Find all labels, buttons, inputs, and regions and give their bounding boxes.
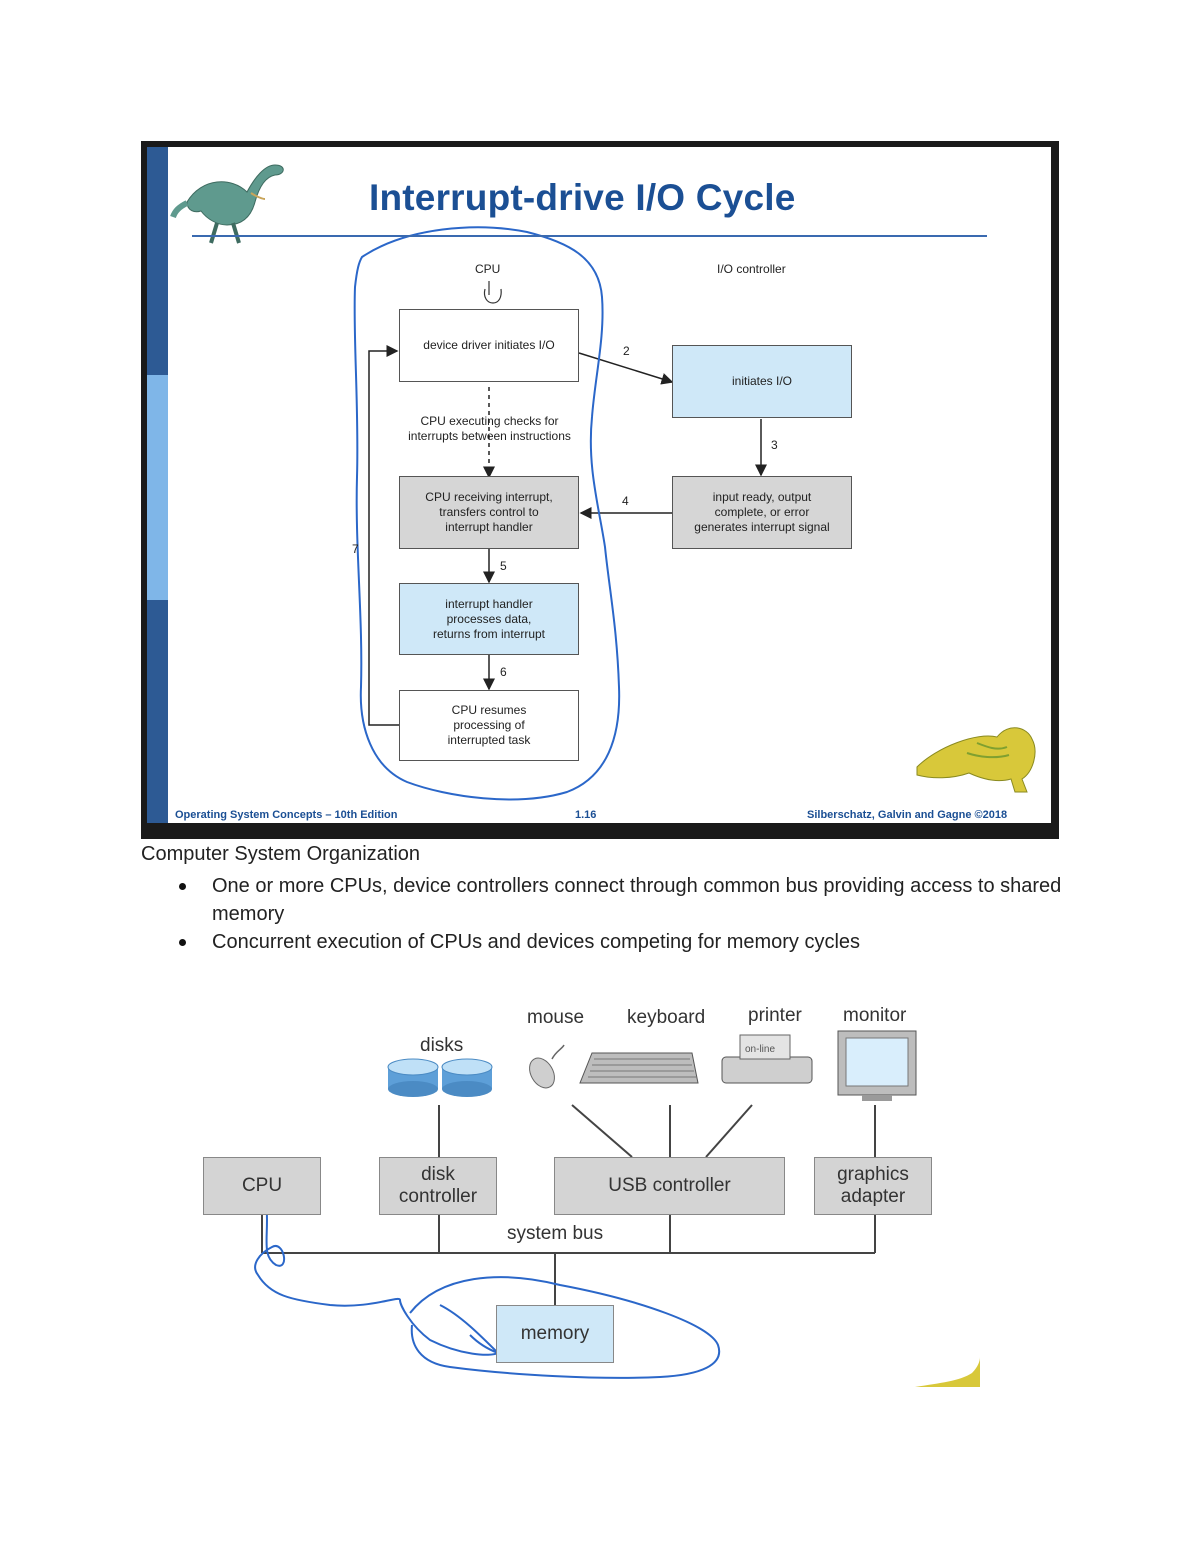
slide-footer-left: Operating System Concepts – 10th Edition	[175, 809, 398, 821]
label-monitor: monitor	[843, 1005, 907, 1026]
slide-title: Interrupt-drive I/O Cycle	[369, 177, 796, 218]
cpu-column-label: CPU	[475, 262, 501, 276]
section-title: Computer System Organization	[141, 843, 421, 865]
box-input-ready: input ready, output complete, or error g…	[672, 476, 852, 549]
label-mouse: mouse	[527, 1007, 585, 1028]
step-7: 7	[352, 542, 359, 556]
box-graphics-adapter: graphics adapter	[814, 1157, 932, 1215]
dinosaur-icon	[915, 1357, 980, 1387]
slide-screenshot: Interrupt-drive I/O Cycle CPU I/O contro…	[141, 141, 1059, 839]
step-6: 6	[500, 665, 507, 679]
dinosaur-icon	[170, 164, 284, 244]
bus-diagram-graphics	[254, 1030, 980, 1387]
text-cpu-executing: CPU executing checks for interrupts betw…	[408, 414, 571, 443]
disk-icon	[441, 1058, 493, 1097]
mouse-icon	[529, 1044, 565, 1089]
step-4: 4	[622, 494, 629, 508]
box-usb-controller: USB controller	[554, 1157, 785, 1215]
keyboard-icon	[579, 1052, 699, 1084]
hand-cursor-icon	[483, 281, 502, 304]
bullet-item: Concurrent execution of CPUs and devices…	[141, 928, 1071, 956]
step-3: 3	[771, 438, 778, 452]
monitor-icon	[837, 1030, 917, 1101]
box-cpu-resumes: CPU resumes processing of interrupted ta…	[399, 690, 579, 761]
annotation-scribble	[254, 1199, 721, 1379]
slide-graphics	[170, 164, 1036, 801]
box-memory: memory	[496, 1305, 614, 1363]
slide-sidebar-top	[147, 147, 168, 375]
slide-canvas: Interrupt-drive I/O Cycle CPU I/O contro…	[147, 147, 1051, 823]
label-keyboard: keyboard	[627, 1007, 706, 1028]
dinosaur-icon	[916, 727, 1036, 793]
arrow-2	[578, 352, 674, 385]
step-2: 2	[623, 344, 630, 358]
bullet-list: One or more CPUs, device controllers con…	[141, 872, 1071, 956]
slide-page-number: 1.16	[575, 809, 597, 821]
box-cpu: CPU	[203, 1157, 321, 1215]
bullet-item: One or more CPUs, device controllers con…	[141, 872, 1071, 928]
slide-sidebar-middle	[147, 375, 168, 600]
disk-icon	[387, 1058, 439, 1097]
title-divider	[192, 235, 987, 237]
label-printer-online: on-line	[745, 1044, 776, 1055]
step-5: 5	[500, 559, 507, 573]
arrow-7	[368, 345, 399, 726]
io-controller-label: I/O controller	[717, 262, 786, 276]
slide-footer-right: Silberschatz, Galvin and Gagne ©2018	[807, 809, 1008, 821]
label-printer: printer	[748, 1005, 802, 1026]
box-device-driver: device driver initiates I/O	[399, 309, 579, 382]
box-disk-controller: disk controller	[379, 1157, 497, 1215]
bus-diagram: disks mouse keyboard printer monitor on-…	[180, 995, 1000, 1415]
printer-icon	[721, 1034, 813, 1084]
annotation-loop	[353, 226, 621, 801]
box-cpu-receiving: CPU receiving interrupt, transfers contr…	[399, 476, 579, 549]
box-interrupt-handler: interrupt handler processes data, return…	[399, 583, 579, 655]
label-system-bus: system bus	[507, 1223, 604, 1244]
box-initiates-io: initiates I/O	[672, 345, 852, 418]
slide-sidebar-bottom	[147, 600, 168, 823]
label-disks: disks	[420, 1035, 464, 1056]
